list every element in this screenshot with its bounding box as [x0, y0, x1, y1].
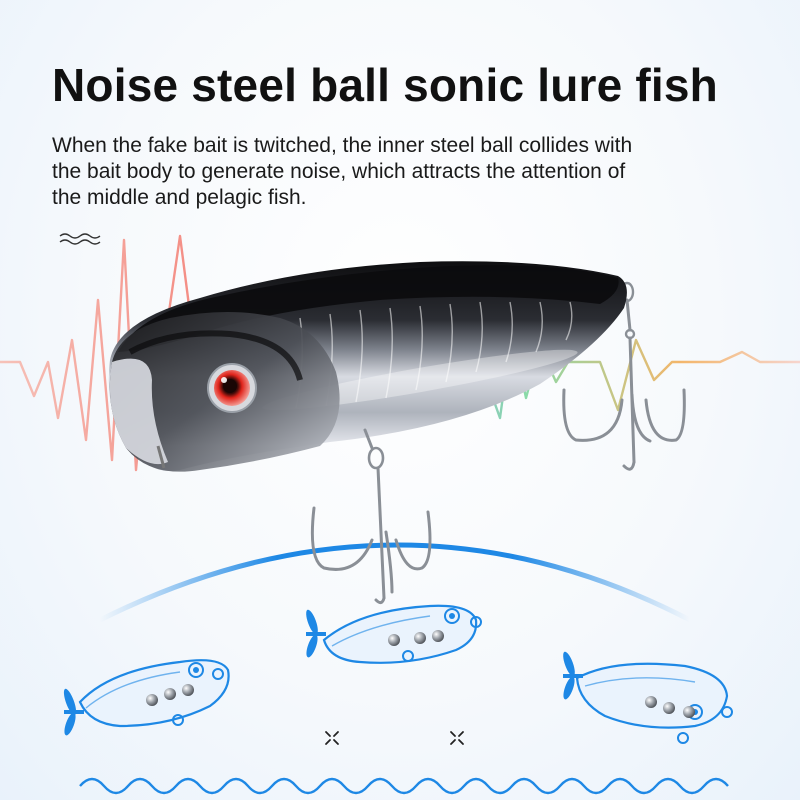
popper-lure — [108, 261, 686, 605]
steel-ball-icon — [432, 630, 444, 642]
bottom-wave-line — [79, 777, 729, 795]
wave-lines-icon — [59, 233, 101, 245]
propeller-icon — [306, 609, 326, 658]
treble-hook-icon — [562, 281, 686, 471]
steel-ball-icon — [663, 702, 675, 714]
propeller-icon — [563, 651, 583, 700]
steel-ball-icon — [182, 684, 194, 696]
steel-ball-icon — [164, 688, 176, 700]
water-arc — [97, 542, 693, 623]
noise-mark-icon — [325, 731, 464, 745]
steel-ball-icon — [388, 634, 400, 646]
description-text: When the fake bait is twitched, the inne… — [52, 134, 633, 209]
page-title: Noise steel ball sonic lure fish — [52, 59, 718, 111]
lure-diagram-left — [63, 659, 230, 736]
propeller-icon — [63, 688, 84, 736]
treble-hook-icon — [310, 428, 432, 605]
steel-ball-icon — [645, 696, 657, 708]
lure-diagram-right — [563, 651, 733, 744]
steel-ball-icon — [683, 706, 695, 718]
steel-ball-icon — [146, 694, 158, 706]
steel-ball-icon — [414, 632, 426, 644]
lure-diagram-middle — [306, 604, 482, 664]
